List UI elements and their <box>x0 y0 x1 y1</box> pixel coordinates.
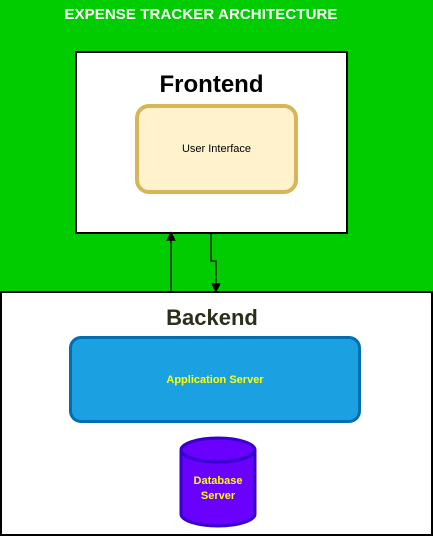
application-server-label: Application Server <box>166 373 264 386</box>
database-cylinder-rim <box>179 449 257 464</box>
application-server-node: Application Server <box>69 336 361 423</box>
diagram-title: EXPENSE TRACKER ARCHITECTURE <box>64 6 338 23</box>
database-server-node <box>179 436 257 528</box>
backend-container: Backend Application Server <box>0 291 433 536</box>
database-cylinder-body <box>179 450 257 528</box>
frontend-to-backend-arrow <box>210 233 221 293</box>
user-interface-node: User Interface <box>135 104 298 194</box>
database-server-label: Database Server <box>193 475 243 502</box>
frontend-label: Frontend <box>159 71 264 98</box>
user-interface-label: User Interface <box>181 143 252 155</box>
frontend-container: Frontend User Interface <box>75 51 348 234</box>
backend-label: Backend <box>166 305 258 330</box>
